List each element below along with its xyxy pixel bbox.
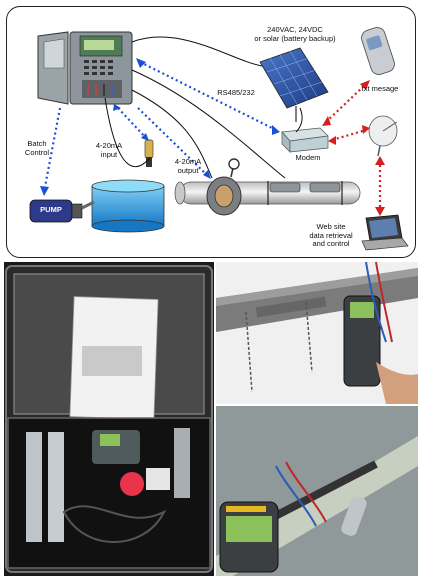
clamp-on-transducers [267, 181, 343, 205]
batch-control-label: Batch Control [24, 139, 50, 157]
solar-panel [259, 47, 329, 122]
modem [281, 127, 329, 153]
red-links [325, 83, 382, 212]
enclosure-door [37, 31, 69, 105]
output-420-label: 4-20mA output [174, 157, 202, 175]
diagram-graphics [29, 27, 409, 251]
cell-phone [361, 27, 395, 75]
power-label: 240VAC, 24VDC or solar (battery backup) [254, 25, 336, 43]
water-tank [91, 179, 165, 233]
txt-message-label: txt mesage [361, 84, 399, 93]
rs485-label: RS485/232 [217, 88, 255, 97]
wiring [104, 36, 303, 179]
satellite-dish [368, 115, 398, 157]
blue-arrowheads [40, 58, 280, 196]
laptop [361, 214, 409, 251]
pump-label: PUMP [40, 205, 62, 214]
flowmeter-enclosure [69, 31, 133, 105]
red-arrowheads [322, 80, 385, 216]
pump [29, 199, 95, 223]
photo-chain-mount [216, 262, 418, 404]
modem-label: Modem [295, 153, 321, 162]
butterfly-valve [206, 158, 242, 216]
web-site-label: Web site data retrieval and control [309, 222, 353, 248]
blue-links [42, 61, 277, 193]
photo-carry-case [4, 262, 214, 576]
photo-handheld-closeup [216, 406, 418, 576]
sensor-probe [144, 139, 154, 167]
input-420-label: 4-20mA input [95, 141, 123, 159]
